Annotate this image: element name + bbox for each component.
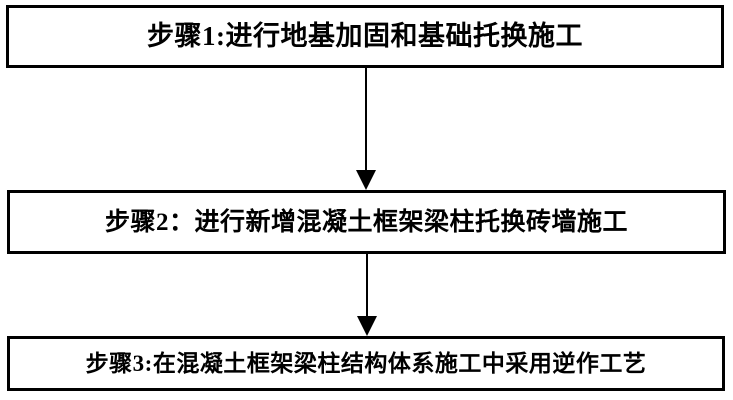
arrow-down-icon [356,170,376,190]
connector-line-1 [365,68,367,171]
step-3-label: 步骤3:在混凝土框架梁柱结构体系施工中采用逆作工艺 [85,351,647,376]
step-2-label: 步骤2：进行新增混凝土框架梁柱托换砖墙施工 [104,208,628,236]
connector-line-2 [366,254,368,317]
step-1-label: 步骤1:进行地基加固和基础托换施工 [147,21,583,51]
flowchart-step-2: 步骤2：进行新增混凝土框架梁柱托换砖墙施工 [7,190,726,254]
arrow-down-icon [357,316,377,336]
flowchart-step-1: 步骤1:进行地基加固和基础托换施工 [6,5,724,68]
flowchart-step-3: 步骤3:在混凝土框架梁柱结构体系施工中采用逆作工艺 [7,336,725,391]
